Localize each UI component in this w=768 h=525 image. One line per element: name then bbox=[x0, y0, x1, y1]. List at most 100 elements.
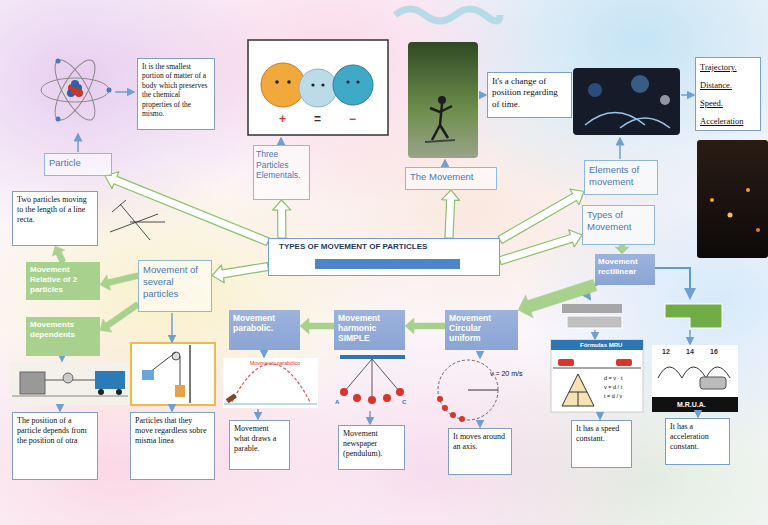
box-text: Particles that they move regardless sobr… bbox=[135, 416, 210, 446]
box-text: Two particles moving to the length of a … bbox=[17, 195, 93, 225]
concept-box: It has a speed constant. bbox=[571, 420, 632, 468]
block-arrow bbox=[105, 172, 269, 246]
block-arrow bbox=[212, 263, 269, 283]
box-text: Types of Movement bbox=[587, 209, 650, 233]
box-text: Elements of movement bbox=[589, 164, 653, 188]
wall bbox=[189, 345, 191, 403]
box-text: Movement what draws a parable. bbox=[234, 424, 285, 454]
dashboard-gauge bbox=[585, 113, 670, 129]
concept-box: The Movement bbox=[405, 167, 497, 190]
box-text: Movement newspaper (pendulum). bbox=[343, 429, 400, 459]
leader-arrow bbox=[689, 330, 691, 344]
proton bbox=[71, 87, 79, 95]
leader-arrow bbox=[479, 351, 481, 358]
illustration-label: A bbox=[335, 399, 339, 405]
illustration-label: t = d / v bbox=[604, 394, 622, 400]
neutron-character bbox=[299, 69, 337, 107]
concept-box: Movements dependents bbox=[26, 317, 100, 356]
concept-box: Trajectory. Distance. Speed. Acceleratio… bbox=[695, 57, 761, 131]
electron bbox=[56, 59, 61, 64]
city-light bbox=[746, 188, 750, 192]
person-head bbox=[438, 96, 446, 104]
block bbox=[175, 385, 185, 397]
pulley-picture bbox=[131, 343, 215, 405]
concept-box: Movement parabolic. bbox=[229, 310, 300, 350]
road bbox=[553, 368, 641, 369]
light-blur bbox=[660, 95, 670, 105]
concept-box: Two particles moving to the length of a … bbox=[12, 191, 98, 246]
box-text: Movement Circular uniform bbox=[449, 313, 514, 344]
block-arrow bbox=[442, 190, 460, 238]
eye bbox=[287, 80, 291, 84]
block-arrow bbox=[518, 279, 597, 317]
concept-box: Movement harmonic SIMPLE bbox=[334, 310, 405, 350]
movement-photo bbox=[408, 42, 478, 158]
neutron bbox=[71, 80, 79, 88]
concept-box: It moves around an axis. bbox=[448, 428, 512, 475]
cart bbox=[95, 371, 125, 389]
wheel bbox=[116, 389, 122, 395]
jump-arcs bbox=[658, 367, 730, 378]
triangle-divider bbox=[578, 392, 579, 406]
box-text: Trajectory. Distance. Speed. Acceleratio… bbox=[700, 58, 748, 130]
car bbox=[616, 359, 632, 366]
concept-box: The position of a particle depends from … bbox=[12, 412, 98, 480]
pendulum-bob bbox=[340, 388, 348, 396]
pendulum-bob bbox=[353, 394, 361, 402]
block-arrow bbox=[615, 245, 629, 254]
mrua-picture bbox=[652, 345, 738, 412]
box-text: Movement of several particles bbox=[143, 264, 207, 300]
concept-box: Movement newspaper (pendulum). bbox=[338, 425, 405, 470]
moving-ball bbox=[450, 412, 456, 418]
box-text: Movement parabolic. bbox=[233, 313, 296, 333]
block-arrow bbox=[52, 246, 65, 263]
ground bbox=[12, 396, 128, 397]
electron-character bbox=[333, 65, 373, 105]
illustration-label: 14 bbox=[686, 348, 694, 355]
block-arrow bbox=[499, 230, 582, 265]
bent-arrow bbox=[655, 268, 690, 298]
atom-orbit bbox=[48, 55, 103, 126]
person-body bbox=[430, 104, 452, 140]
leader-arrow bbox=[697, 413, 699, 417]
illustration-label: 16 bbox=[710, 348, 718, 355]
box-text: The position of a particle depends from … bbox=[17, 416, 93, 446]
circular-path bbox=[438, 360, 498, 420]
box-text: It's a change of position regarding of t… bbox=[492, 76, 567, 110]
city-photo bbox=[697, 140, 768, 258]
mru-header bbox=[551, 340, 643, 350]
green-shape bbox=[665, 304, 722, 328]
box-text: The Movement bbox=[410, 171, 492, 183]
leader-arrow bbox=[444, 160, 446, 166]
skateboard bbox=[425, 140, 455, 142]
illustration-label: + bbox=[279, 113, 286, 125]
particles-picture bbox=[248, 40, 388, 135]
leader-arrow bbox=[479, 94, 486, 96]
eye bbox=[356, 80, 359, 83]
leader-arrow bbox=[619, 138, 621, 159]
moving-ball bbox=[459, 416, 465, 422]
pendulum-bob bbox=[383, 394, 391, 402]
box-text: It has a acceleration constant. bbox=[670, 422, 725, 452]
atom-orbit bbox=[48, 55, 103, 126]
proton-character bbox=[261, 63, 305, 107]
illustration-label: Fórmulas MRU bbox=[580, 342, 622, 348]
car bbox=[558, 359, 574, 366]
leader-arrow bbox=[171, 313, 173, 342]
illustration-label: v = 20 m/s bbox=[490, 370, 522, 377]
leader-arrow bbox=[599, 413, 601, 419]
cannon bbox=[226, 393, 237, 403]
leader-arrow bbox=[263, 351, 265, 357]
leader-arrow bbox=[681, 94, 694, 96]
pulley bbox=[63, 373, 73, 383]
car bbox=[700, 377, 726, 389]
radius bbox=[468, 390, 498, 391]
mrua-bar bbox=[652, 397, 738, 412]
concept-box: Movement Circular uniform bbox=[445, 310, 518, 350]
gray-bar bbox=[567, 316, 622, 328]
box-text: It has a speed constant. bbox=[576, 424, 627, 444]
electron bbox=[107, 88, 112, 93]
parabola-picture bbox=[223, 358, 318, 408]
concept-box: It has a acceleration constant. bbox=[665, 418, 730, 465]
